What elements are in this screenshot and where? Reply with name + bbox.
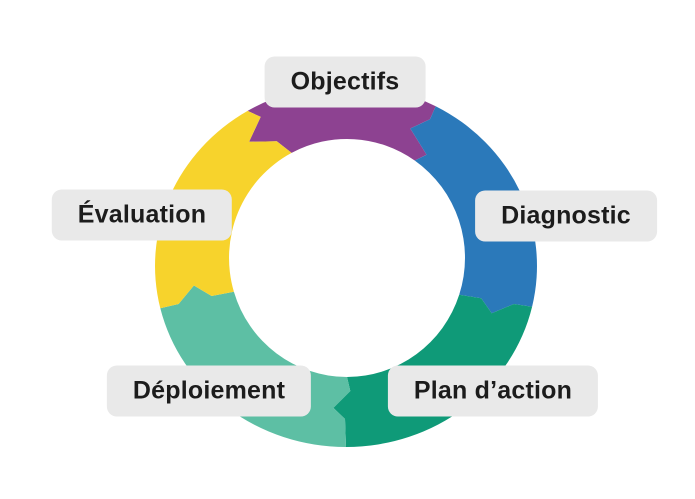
segment-label-deploiement: Déploiement bbox=[106, 365, 312, 417]
segment-label-evaluation: Évaluation bbox=[51, 189, 233, 241]
segment-label-diagnostic: Diagnostic bbox=[475, 190, 657, 242]
segment-label-objectifs: Objectifs bbox=[264, 56, 426, 108]
segment-diagnostic bbox=[410, 106, 537, 314]
segment-label-plan-daction: Plan d’action bbox=[387, 365, 599, 417]
